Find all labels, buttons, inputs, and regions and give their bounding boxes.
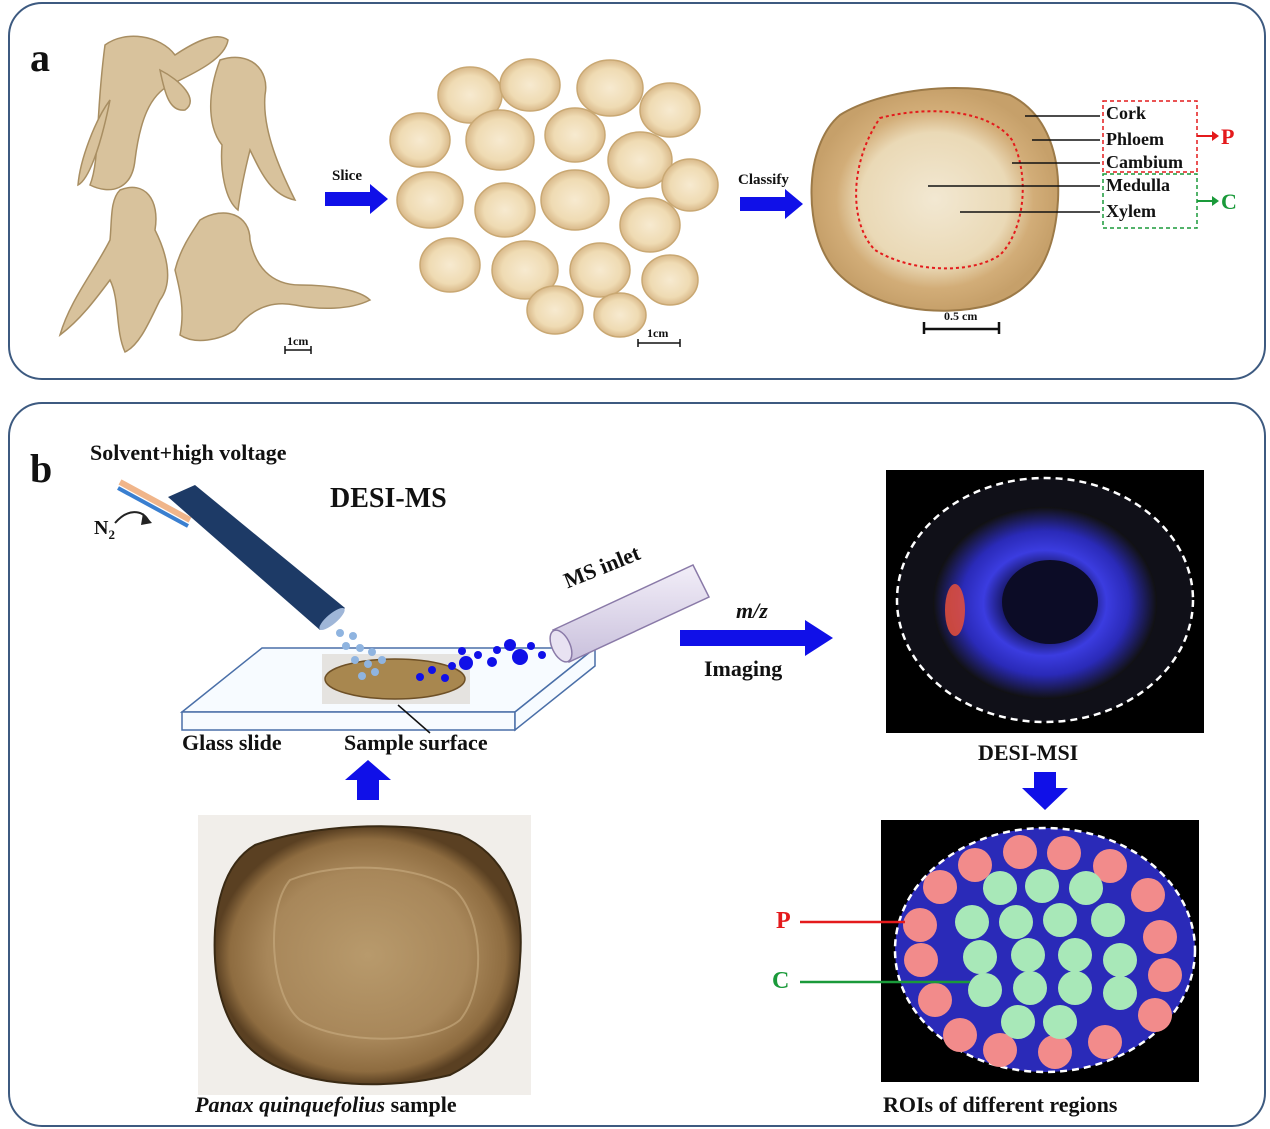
desi-msi-label: DESI-MSI [978, 740, 1079, 765]
label-phloem: Phloem [1106, 129, 1164, 149]
imaging-label: Imaging [704, 656, 783, 681]
desi-ms-title: DESI-MS [330, 483, 447, 514]
scale-bar-section [922, 322, 1001, 334]
scale-bar-slices [637, 339, 681, 347]
scale-label-section: 0.5 cm [944, 309, 978, 323]
roi-c-circles [955, 869, 1137, 1039]
glass-slide-label: Glass slide [182, 730, 282, 755]
tissue-leader-lines [928, 115, 1100, 213]
slice-label: Slice [332, 168, 362, 184]
p-group-arrow [1197, 131, 1219, 141]
imaging-arrow [680, 620, 833, 656]
ginseng-slices-photo [389, 58, 719, 338]
secondary-droplets [416, 639, 546, 682]
scale-label-slices: 1cm [647, 326, 669, 340]
group-p-label: P [1221, 124, 1235, 149]
classify-arrow [740, 189, 803, 219]
root-cross-section-photo [810, 87, 1060, 312]
roi-p-label: P [776, 908, 791, 934]
desi-msi-image [886, 470, 1204, 733]
slice-arrow [325, 184, 388, 214]
label-cork: Cork [1106, 103, 1146, 123]
roi-c-label: C [772, 968, 790, 994]
label-medulla: Medulla [1106, 175, 1171, 195]
ginseng-roots-photo [58, 35, 372, 354]
n2-label: N2 [94, 517, 115, 542]
ms-inlet-tube [549, 564, 711, 663]
sample-surface-label: Sample surface [344, 730, 488, 755]
msi-down-arrow [1022, 772, 1068, 810]
panel-b [8, 402, 1266, 1127]
sample-caption: Panax quinquefolius sample [195, 1092, 457, 1117]
sample-surface-leader [397, 704, 431, 734]
roi-p-circles [903, 835, 1182, 1069]
group-c-label: C [1221, 189, 1237, 214]
mz-label: m/z [736, 598, 768, 623]
solvent-label: Solvent+high voltage [90, 440, 287, 465]
roi-caption: ROIs of different regions [883, 1092, 1118, 1117]
desi-sprayer-nozzle [117, 479, 345, 630]
panel-a-letter: a [30, 35, 50, 80]
panel-b-letter: b [30, 446, 53, 491]
label-xylem: Xylem [1106, 201, 1156, 221]
label-cambium: Cambium [1106, 152, 1184, 172]
spray-droplets [336, 629, 386, 680]
sample-up-arrow [345, 760, 391, 800]
panax-sample-photo [198, 815, 531, 1095]
classify-label: Classify [738, 172, 789, 188]
c-group-arrow [1197, 196, 1219, 206]
scale-bar-roots [284, 346, 312, 354]
scale-label-roots: 1cm [287, 334, 309, 348]
